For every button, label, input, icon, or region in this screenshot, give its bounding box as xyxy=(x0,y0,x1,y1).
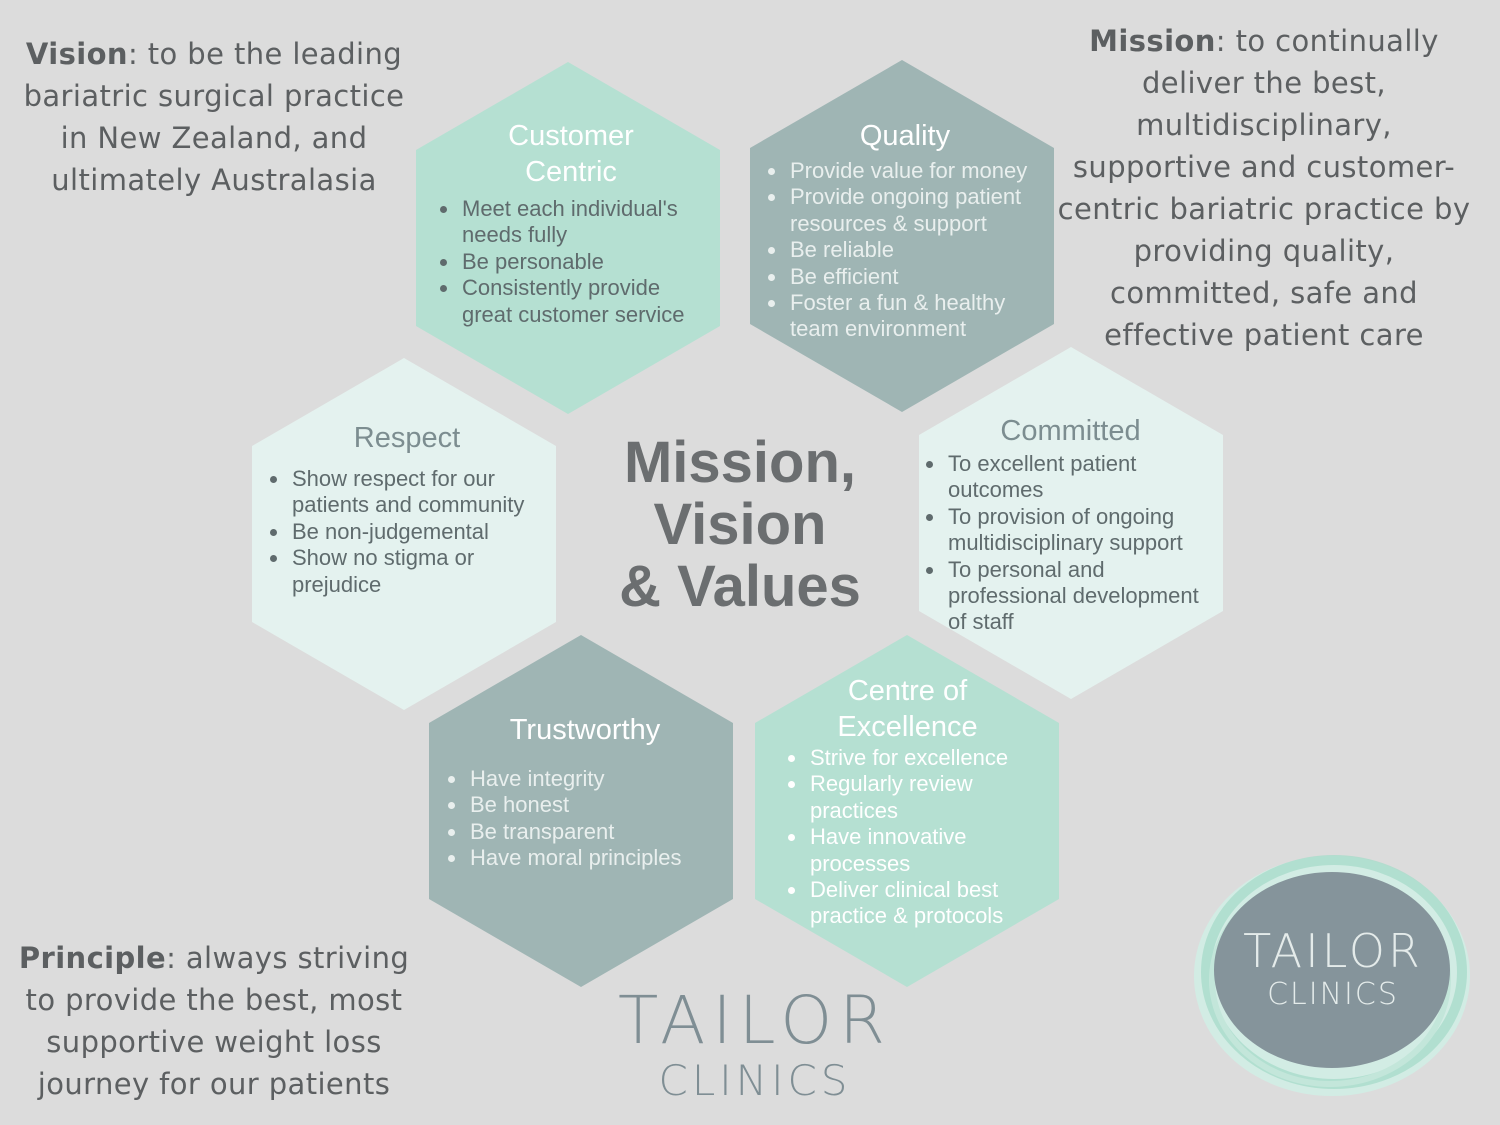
list-item: Provide value for money xyxy=(788,158,1050,184)
center-title-line1: Mission, xyxy=(623,430,857,495)
list-item: Be transparent xyxy=(468,819,730,845)
value-title: Respect xyxy=(353,422,461,454)
tailor-clinics-logo: TAILOR CLINICS xyxy=(610,985,900,1105)
hex-respect xyxy=(252,358,556,710)
vision-text: : to be the leading bariatric surgical p… xyxy=(23,37,405,197)
value-list: Meet each individual's needs fully Be pe… xyxy=(432,196,710,328)
value-list: To excellent patient outcomes To provisi… xyxy=(918,451,1223,636)
value-title-line2: Excellence xyxy=(837,711,978,743)
list-item: Have integrity xyxy=(468,766,730,792)
hex-quality xyxy=(750,60,1054,412)
list-item: Have moral principles xyxy=(468,845,730,871)
list-item: Be personable xyxy=(460,249,710,275)
hex-trustworthy xyxy=(429,635,733,987)
list-item: To personal and professional development… xyxy=(946,557,1223,636)
list-item: Show no stigma or prejudice xyxy=(290,545,552,598)
value-list: Have integrity Be honest Be transparent … xyxy=(440,766,730,872)
list-item: To provision of ongoing multidisciplinar… xyxy=(946,504,1223,557)
value-title: Committed xyxy=(1000,415,1141,447)
list-item: Be non-judgemental xyxy=(290,519,552,545)
value-list: Strive for excellence Regularly review p… xyxy=(780,745,1035,930)
center-title-line3: & Values xyxy=(619,554,861,619)
list-item: Consistently provide great customer serv… xyxy=(460,275,710,328)
corner-logo-emblem xyxy=(1194,855,1470,1096)
value-title: Quality xyxy=(859,120,951,152)
list-item: Have innovative processes xyxy=(808,824,1035,877)
list-item: Be efficient xyxy=(788,264,1050,290)
list-item: To excellent patient outcomes xyxy=(946,451,1223,504)
list-item: Strive for excellence xyxy=(808,745,1035,771)
corner-logo-text: TAILOR CLINICS xyxy=(1213,925,1453,1013)
vision-label: Vision xyxy=(25,37,128,71)
value-title: Trustworthy xyxy=(509,714,661,746)
list-item: Be honest xyxy=(468,792,730,818)
list-item: Be reliable xyxy=(788,237,1050,263)
value-title-line1: Customer xyxy=(508,120,634,152)
mission-statement: Mission: to continually deliver the best… xyxy=(1055,20,1473,356)
hex-committed xyxy=(919,347,1223,699)
list-item: Provide ongoing patient resources & supp… xyxy=(788,184,1050,237)
logo-line2: CLINICS xyxy=(658,1056,852,1105)
corner-logo-line1: TAILOR xyxy=(1243,924,1423,978)
value-respect: Respect Show respect for our patients an… xyxy=(262,420,552,598)
value-title-line2: Centric xyxy=(525,156,617,188)
logo-center-ellipse xyxy=(1214,872,1450,1068)
list-item: Foster a fun & healthy team environment xyxy=(788,290,1050,343)
value-quality: Quality Provide value for money Provide … xyxy=(760,118,1050,343)
value-trustworthy: Trustworthy Have integrity Be honest Be … xyxy=(440,712,730,872)
mission-text: : to continually deliver the best, multi… xyxy=(1057,24,1471,352)
center-title-line2: Vision xyxy=(653,492,827,557)
principle-statement: Principle: always striving to provide th… xyxy=(14,937,414,1105)
value-title-line1: Centre of xyxy=(847,675,968,707)
list-item: Regularly review practices xyxy=(808,771,1035,824)
vision-statement: Vision: to be the leading bariatric surg… xyxy=(14,33,414,201)
hex-customer-centric xyxy=(416,62,720,414)
value-title: Centre of Excellence xyxy=(780,673,1035,745)
corner-logo-line2: CLINICS xyxy=(1267,977,1399,1012)
value-centre-of-excellence: Centre of Excellence Strive for excellenc… xyxy=(780,673,1035,930)
value-committed: Committed To excellent patient outcomes … xyxy=(918,413,1223,636)
value-list: Show respect for our patients and commun… xyxy=(262,466,552,598)
center-title: Mission, Vision & Values xyxy=(580,432,900,618)
hex-centre-of-excellence xyxy=(755,635,1059,987)
mission-label: Mission xyxy=(1089,24,1216,58)
list-item: Show respect for our patients and commun… xyxy=(290,466,552,519)
principle-label: Principle xyxy=(18,941,167,975)
logo-line1: TAILOR xyxy=(617,982,893,1059)
value-list: Provide value for money Provide ongoing … xyxy=(760,158,1050,343)
list-item: Deliver clinical best practice & protoco… xyxy=(808,877,1035,930)
principle-text: : always striving to provide the best, m… xyxy=(25,941,410,1101)
list-item: Meet each individual's needs fully xyxy=(460,196,710,249)
